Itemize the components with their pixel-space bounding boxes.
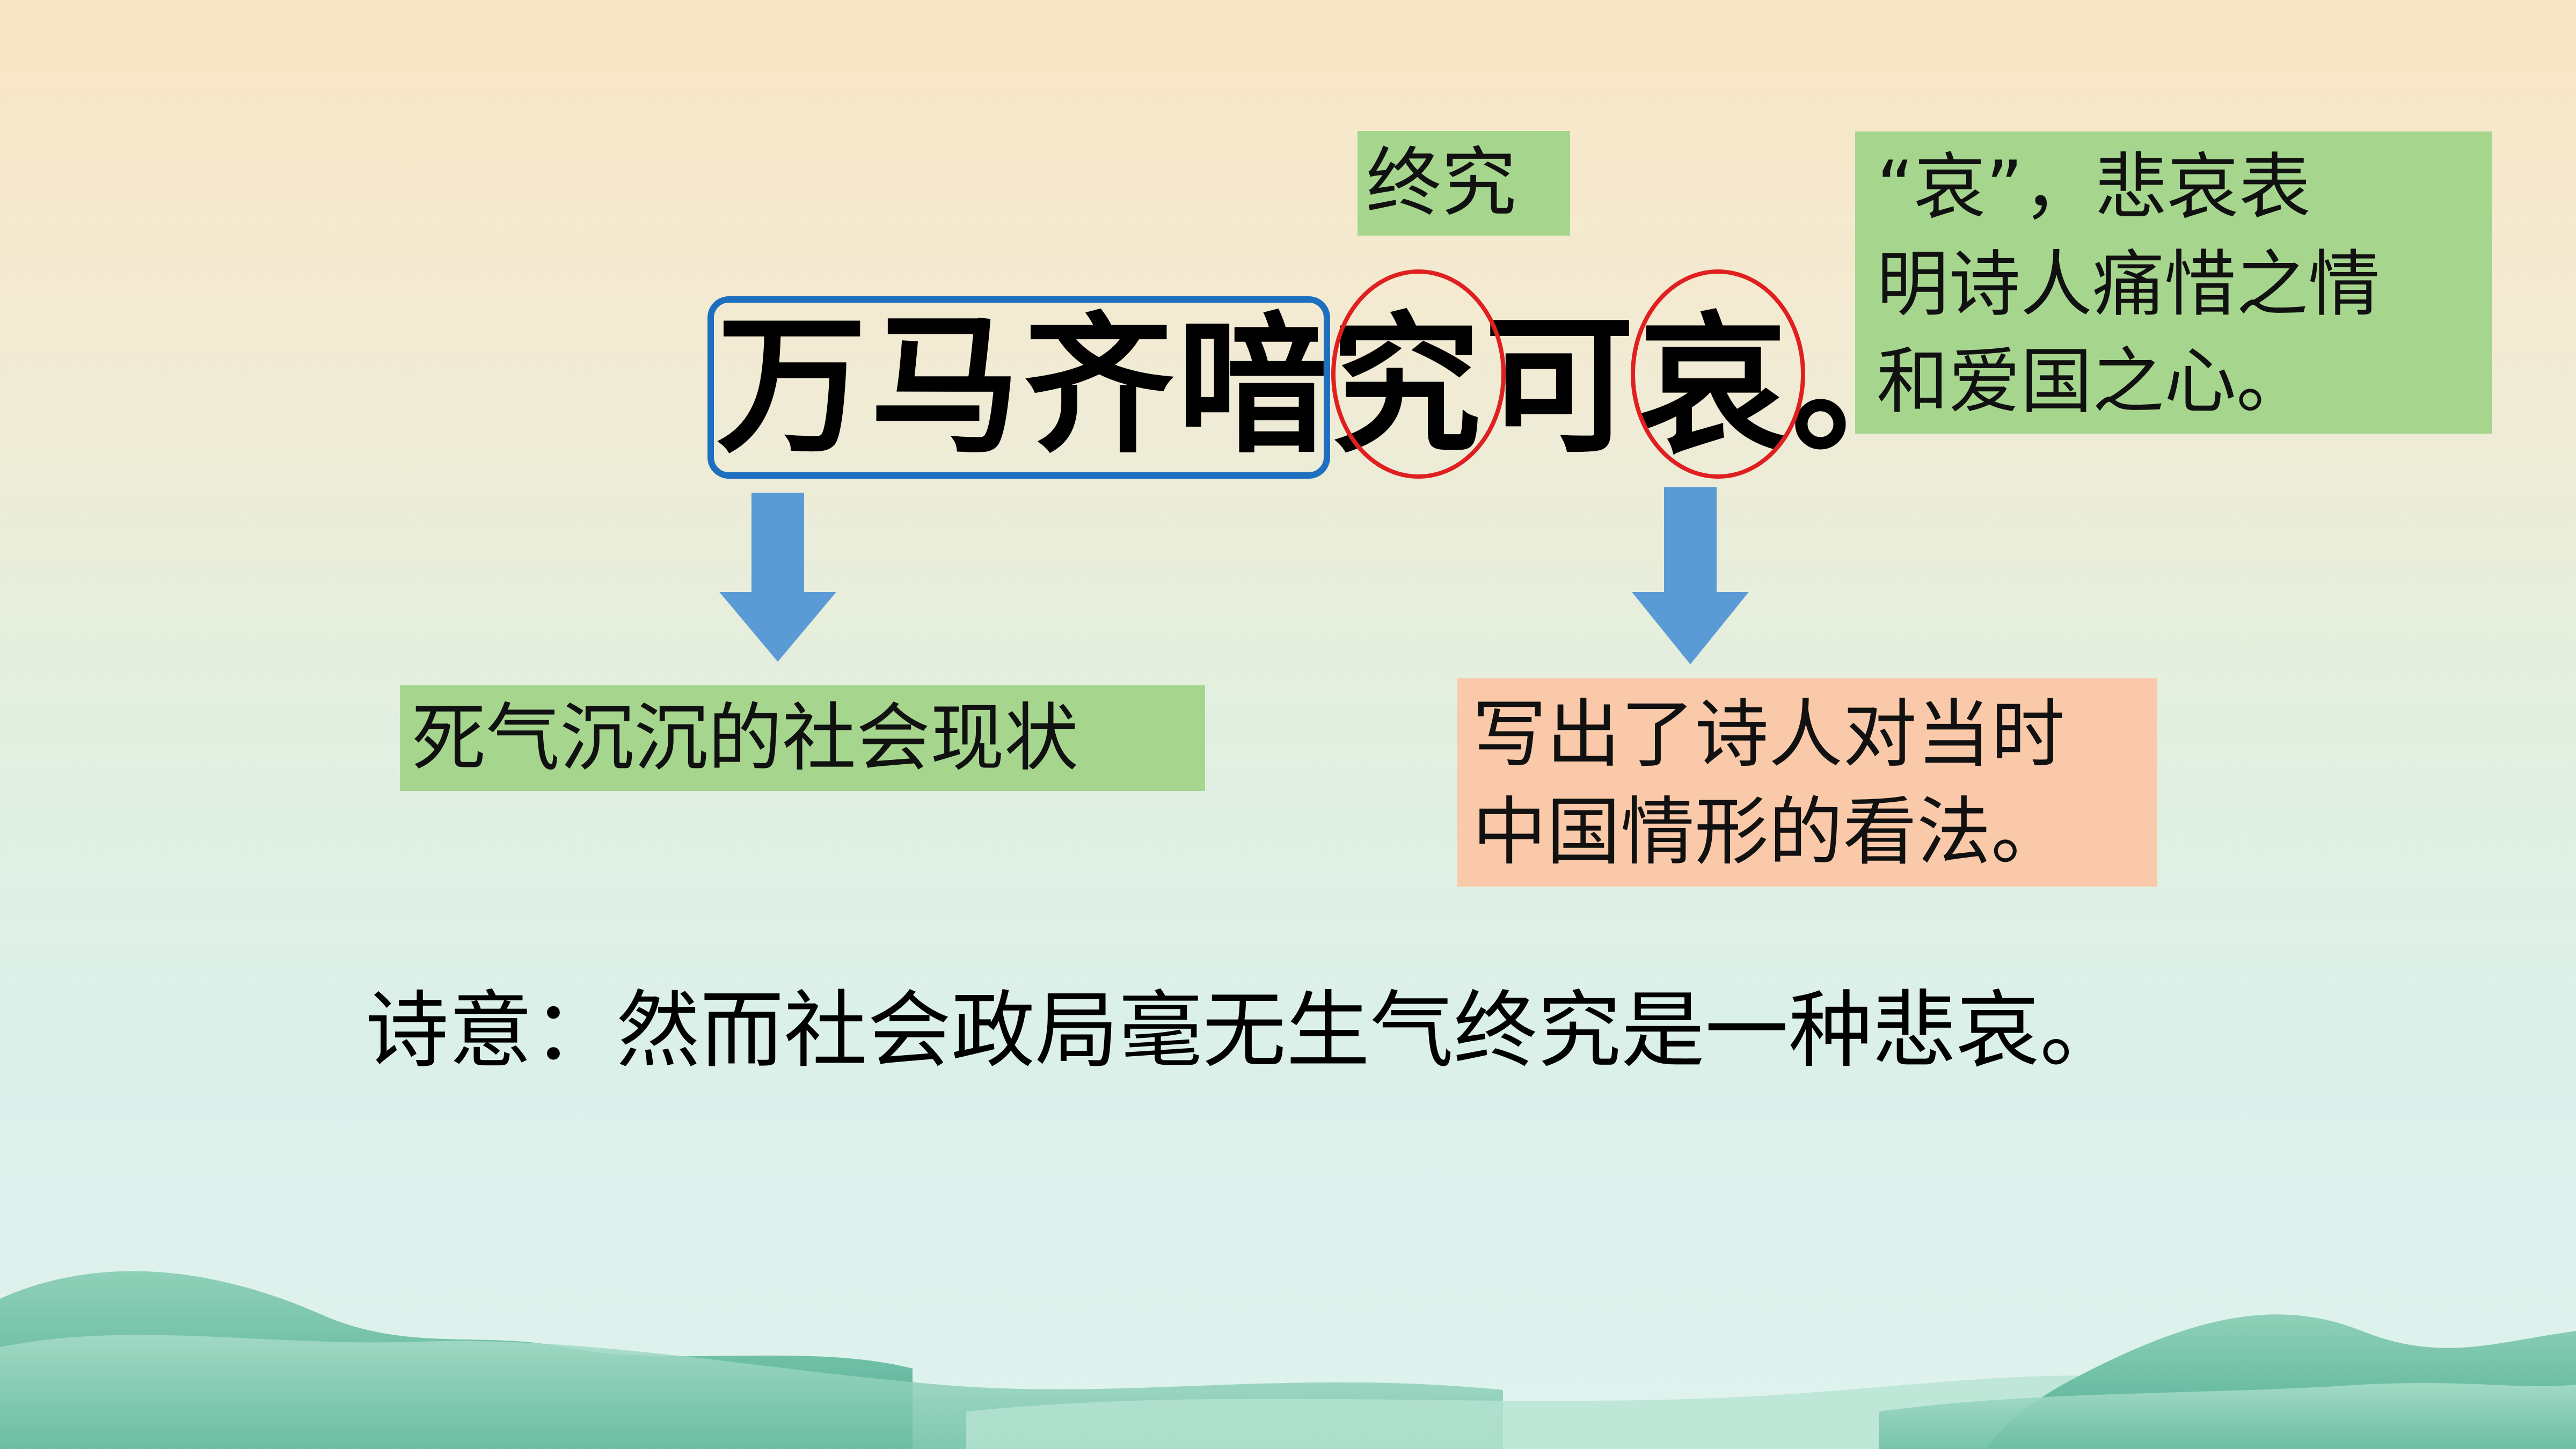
note-society-text: 死气沉沉的社会现状 xyxy=(412,695,1079,781)
poem-char: 可 xyxy=(1484,299,1638,474)
note-view-line-2: 中国情形的看法。 xyxy=(1472,789,2066,876)
down-arrow-icon xyxy=(1632,487,1749,664)
note-zhongjiu-text: 终究 xyxy=(1366,140,1517,227)
poem-char: 喑 xyxy=(1177,299,1331,474)
note-society-state: 死气沉沉的社会现状 xyxy=(400,685,1205,791)
note-poet-view: 写出了诗人对当时 中国情形的看法。 xyxy=(1457,678,2157,887)
wave-landscape-decoration xyxy=(0,1271,2576,1449)
poem-meaning: 诗意：然而社会政局毫无生气终究是一种悲哀。 xyxy=(365,982,2123,1079)
note-view-line-1: 写出了诗人对当时 xyxy=(1472,691,2066,778)
poem-char: 齐 xyxy=(1024,299,1177,474)
down-arrow-icon xyxy=(719,493,836,662)
note-ai-line-1: “哀”，悲哀表 xyxy=(1877,145,2311,229)
note-ai-line-2: 明诗人痛惜之情 xyxy=(1877,242,2381,326)
note-ai-meaning: “哀”，悲哀表 明诗人痛惜之情 和爱国之心。 xyxy=(1855,131,2492,434)
circle-highlight-ai xyxy=(1631,269,1805,479)
circle-highlight-jiu xyxy=(1331,269,1506,479)
note-ai-line-3: 和爱国之心。 xyxy=(1877,339,2309,423)
poem-char: 马 xyxy=(870,299,1024,474)
poem-period: 。 xyxy=(1791,299,1945,474)
highlight-box-wanmaqiyin xyxy=(707,296,1330,479)
note-zhongjiu: 终究 xyxy=(1358,131,1570,236)
poem-char: 万 xyxy=(717,299,870,474)
